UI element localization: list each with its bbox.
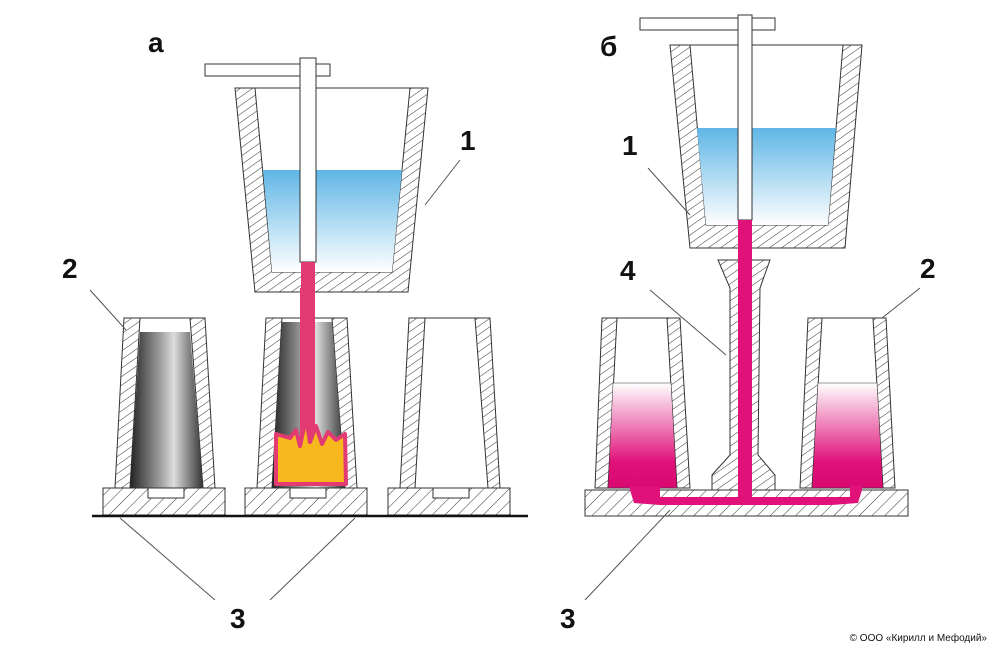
mold-left — [594, 317, 691, 489]
mold-filled — [102, 317, 226, 516]
callout-2-b: 2 — [920, 253, 936, 284]
panel-a-label: а — [148, 27, 164, 58]
copyright: © ООО «Кирилл и Мефодий» — [849, 633, 987, 644]
callout-4-b: 4 — [620, 255, 636, 286]
runner-channel — [608, 486, 862, 505]
callout-1-b: 1 — [622, 130, 638, 161]
splash — [274, 416, 348, 486]
ladle-b — [669, 44, 863, 249]
callouts-a — [89, 159, 461, 601]
callout-3-a: 3 — [230, 603, 246, 634]
stopper-rod-b — [639, 14, 776, 221]
callout-1-a: 1 — [460, 125, 476, 156]
callouts-b — [584, 167, 921, 601]
mold-empty — [387, 317, 511, 516]
stopper-rod-a — [204, 57, 331, 288]
ladle-a — [234, 87, 429, 293]
metal-jet — [300, 288, 315, 438]
metal-column — [738, 220, 752, 500]
panel-b-label: б — [600, 31, 617, 62]
molds-a — [92, 288, 528, 518]
callout-2-a: 2 — [62, 253, 78, 284]
mold-right — [799, 317, 896, 489]
bottom-pour-assembly — [584, 220, 909, 517]
callout-3-b: 3 — [560, 603, 576, 634]
